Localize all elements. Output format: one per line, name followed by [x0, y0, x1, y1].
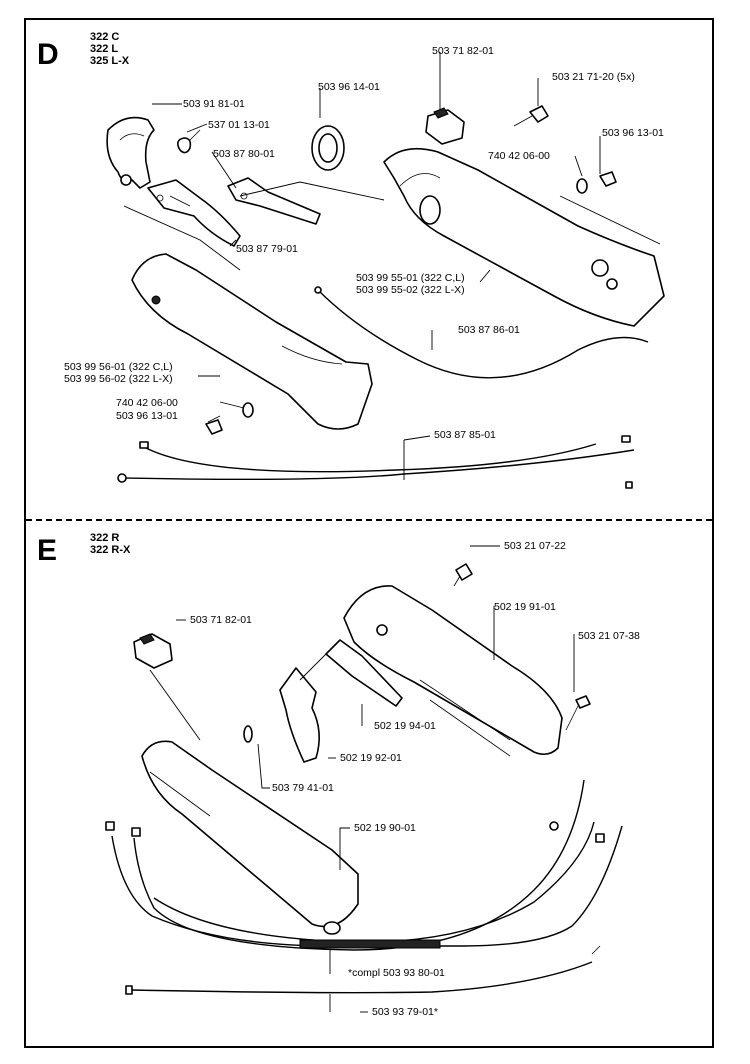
part-label: 503 79 41-01 — [272, 782, 334, 794]
part-label: 503 21 07-38 — [578, 630, 640, 642]
section-e-models: 322 R 322 R-X — [90, 532, 130, 556]
lever-e-part — [325, 639, 403, 707]
spring-part — [176, 129, 201, 154]
section-letter-e: E — [37, 534, 58, 567]
part-label: 503 96 14-01 — [318, 81, 380, 93]
switch-e-part — [133, 633, 173, 669]
trigger-part — [147, 179, 241, 247]
throttle-lever-part — [227, 177, 321, 225]
model-label: 322 L — [90, 43, 119, 55]
part-label: 503 99 55-01 (322 C,L) — [356, 272, 465, 284]
screw-e-right-part — [565, 695, 591, 731]
part-label: 503 71 82-01 — [432, 45, 494, 57]
part-label: 503 21 71-20 (5x) — [552, 71, 635, 83]
part-label: 740 42 06-00 — [488, 150, 550, 162]
section-d-models: 322 C 322 L 325 L-X — [90, 31, 129, 67]
model-label: 325 L-X — [90, 55, 130, 67]
part-label: 503 99 55-02 (322 L-X) — [356, 284, 465, 296]
part-label: 503 91 81-01 — [183, 98, 245, 110]
handle-e-upper-part — [343, 585, 563, 757]
model-label: 322 R-X — [90, 544, 131, 556]
screw-part — [513, 105, 549, 127]
part-label: 502 19 90-01 — [354, 822, 416, 834]
cable-bundle-e — [105, 779, 623, 995]
section-divider — [26, 519, 712, 521]
handle-e-lower-part — [141, 740, 359, 935]
clamp-part — [106, 116, 155, 189]
throttle-cable — [317, 289, 649, 379]
screw-e-top-part — [453, 563, 473, 587]
switch-part — [425, 107, 465, 145]
model-label: 322 C — [90, 31, 120, 43]
handle-upper-part — [383, 147, 665, 327]
part-label: *compl 503 93 80-01 — [348, 967, 445, 979]
handle-lower-part — [131, 253, 373, 430]
part-label: 503 87 79-01 — [236, 243, 298, 255]
ring-part — [311, 125, 345, 171]
part-label: 503 99 56-02 (322 L-X) — [64, 373, 173, 385]
part-label: 537 01 13-01 — [208, 119, 270, 131]
part-label: 740 42 06-00 — [116, 397, 178, 409]
part-label: 503 71 82-01 — [190, 614, 252, 626]
section-letter-d: D — [37, 38, 59, 71]
part-label: 503 99 56-01 (322 C,L) — [64, 361, 173, 373]
spring-e-part — [243, 725, 253, 743]
part-label: 502 19 91-01 — [494, 601, 556, 613]
part-label: 503 87 86-01 — [458, 324, 520, 336]
trigger-e-part — [279, 667, 320, 763]
part-label: 502 19 92-01 — [340, 752, 402, 764]
part-label: 503 96 13-01 — [116, 410, 178, 422]
screw-washer-part — [576, 171, 617, 194]
part-label: 503 87 85-01 — [434, 429, 496, 441]
part-label: 503 21 07-22 — [504, 540, 566, 552]
part-label: 503 96 13-01 — [602, 127, 664, 139]
screw-washer-bottom-part — [205, 402, 254, 435]
part-label: 503 87 80-01 — [213, 148, 275, 160]
part-label: 502 19 94-01 — [374, 720, 436, 732]
part-label: 503 93 79-01* — [372, 1006, 438, 1018]
wire-harness — [117, 435, 635, 489]
diagram-frame — [24, 18, 714, 1048]
model-label: 322 R — [90, 532, 120, 544]
